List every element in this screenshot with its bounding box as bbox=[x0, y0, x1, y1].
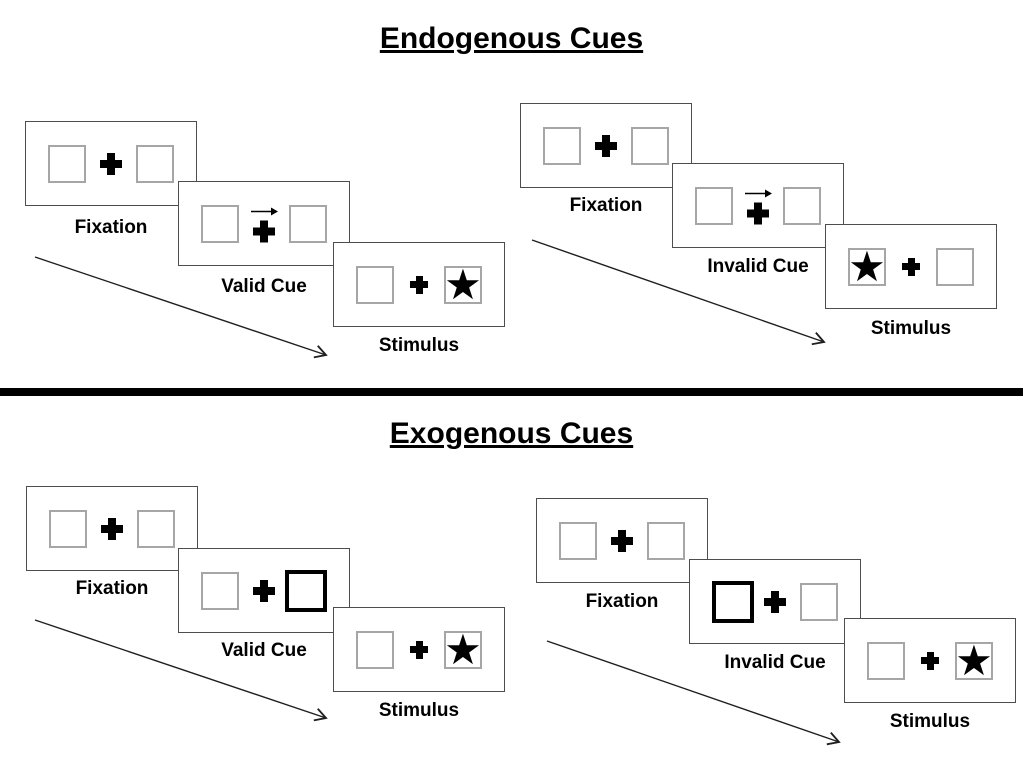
right-placeholder-box bbox=[783, 186, 821, 225]
right-placeholder-box bbox=[647, 521, 685, 560]
star-icon: ★ bbox=[444, 624, 482, 674]
fixation-cross-icon bbox=[747, 202, 769, 224]
panel-fixation bbox=[520, 103, 692, 188]
cue-highlight-box bbox=[712, 580, 754, 623]
right-placeholder-box bbox=[136, 144, 174, 183]
left-placeholder-box bbox=[201, 204, 239, 243]
right-placeholder-box bbox=[631, 126, 669, 165]
fixation-cross-icon bbox=[921, 651, 939, 670]
panel-label-stimulus: Stimulus bbox=[378, 700, 460, 721]
star-icon: ★ bbox=[955, 635, 993, 685]
section-title-endogenous: Endogenous Cues bbox=[379, 22, 644, 55]
star-icon: ★ bbox=[848, 241, 886, 291]
star-stimulus-box: ★ bbox=[444, 259, 482, 309]
fixation-cross-icon bbox=[410, 275, 428, 294]
panel-label-fixation: Fixation bbox=[74, 217, 148, 238]
left-placeholder-box bbox=[356, 630, 394, 669]
timeline-arrow-exogenous-valid bbox=[34, 619, 328, 722]
panel-label-fixation: Fixation bbox=[585, 591, 659, 612]
cue-highlight-box bbox=[285, 569, 327, 612]
panel-label-invalid-cue: Invalid Cue bbox=[707, 256, 809, 277]
star-stimulus-box: ★ bbox=[444, 624, 482, 674]
section-divider bbox=[0, 388, 1023, 396]
left-placeholder-box bbox=[49, 509, 87, 548]
panel-stimulus: ★ bbox=[844, 618, 1016, 703]
fixation-cross-icon bbox=[611, 529, 633, 552]
right-placeholder-box bbox=[800, 582, 838, 621]
right-placeholder-box bbox=[936, 247, 974, 286]
fixation-cross-icon bbox=[902, 257, 920, 276]
fixation-cross-icon bbox=[764, 590, 786, 613]
left-placeholder-box bbox=[48, 144, 86, 183]
panel-fixation bbox=[26, 486, 198, 571]
section-title-exogenous: Exogenous Cues bbox=[389, 417, 634, 450]
left-placeholder-box bbox=[559, 521, 597, 560]
right-arrow-icon bbox=[745, 189, 772, 197]
panel-label-stimulus: Stimulus bbox=[870, 318, 952, 339]
panel-cue bbox=[689, 559, 861, 644]
panel-label-invalid-cue: Invalid Cue bbox=[724, 652, 826, 673]
panel-label-fixation: Fixation bbox=[569, 195, 643, 216]
left-placeholder-box bbox=[543, 126, 581, 165]
panel-label-valid-cue: Valid Cue bbox=[221, 276, 307, 297]
panel-cue bbox=[178, 181, 350, 266]
panel-fixation bbox=[536, 498, 708, 583]
star-stimulus-box: ★ bbox=[848, 241, 886, 291]
star-stimulus-box: ★ bbox=[955, 635, 993, 685]
fixation-cross-icon bbox=[100, 152, 122, 175]
right-arrow-icon bbox=[251, 207, 278, 215]
fixation-cross-icon bbox=[253, 579, 275, 602]
panel-label-stimulus: Stimulus bbox=[378, 335, 460, 356]
left-placeholder-box bbox=[695, 186, 733, 225]
right-placeholder-box bbox=[137, 509, 175, 548]
panel-label-fixation: Fixation bbox=[75, 578, 149, 599]
left-placeholder-box bbox=[201, 571, 239, 610]
panel-label-stimulus: Stimulus bbox=[889, 711, 971, 732]
panel-cue bbox=[178, 548, 350, 633]
panel-stimulus: ★ bbox=[333, 607, 505, 692]
fixation-cross-icon bbox=[595, 134, 617, 157]
panel-stimulus: ★ bbox=[825, 224, 997, 309]
star-icon: ★ bbox=[444, 259, 482, 309]
fixation-cross-icon bbox=[410, 640, 428, 659]
panel-stimulus: ★ bbox=[333, 242, 505, 327]
right-placeholder-box bbox=[289, 204, 327, 243]
panel-fixation bbox=[25, 121, 197, 206]
timeline-arrow-endogenous-valid bbox=[34, 256, 328, 359]
fixation-cross-icon bbox=[101, 517, 123, 540]
panel-label-valid-cue: Valid Cue bbox=[221, 640, 307, 661]
panel-cue bbox=[672, 163, 844, 248]
fixation-cross-icon bbox=[253, 220, 275, 242]
left-placeholder-box bbox=[356, 265, 394, 304]
left-placeholder-box bbox=[867, 641, 905, 680]
